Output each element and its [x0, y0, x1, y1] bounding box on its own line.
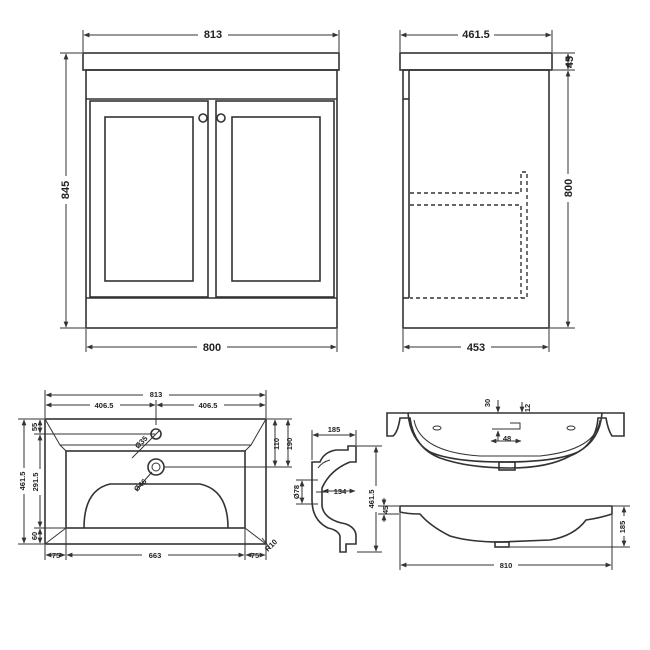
section-profile [311, 445, 357, 553]
left-door [89, 100, 209, 298]
basin-front-profile [386, 412, 625, 469]
side-bottom-depth-label: 453 [467, 342, 485, 354]
side-countertop [399, 52, 553, 71]
plan-bottom-margin-label: 60 [30, 532, 39, 540]
right-knob [216, 113, 226, 123]
elevation-height-label: 185 [618, 521, 627, 534]
plan-bowl-depth-label: 291.5 [31, 473, 40, 492]
plan-depth-label: 461.5 [18, 472, 27, 491]
right-door-panel [231, 116, 321, 282]
front-view: 813 845 800 [58, 28, 340, 354]
right-door [215, 100, 335, 298]
plan-waste-offset-label: 190 [285, 438, 294, 451]
side-top-depth-label: 461.5 [462, 29, 490, 41]
basin-plan-view: Ø35 Ø46 813 406.5 406.5 461.5 55 291.5 6… [16, 389, 294, 560]
front-height-label: 845 [60, 181, 72, 199]
basin-front-tap-width-label: 48 [503, 434, 511, 443]
plan-top-margin-label: 55 [30, 423, 39, 431]
bowl-contour [83, 483, 229, 529]
basin-section-view: 185 Ø78 134 461.5 [292, 425, 382, 553]
side-body [402, 69, 550, 329]
basin-front-tap-size-label: 12 [523, 404, 532, 412]
cabinet-body [85, 69, 338, 329]
basin-front-tap-height-label: 30 [483, 399, 492, 407]
plan-half-right-label: 406.5 [199, 401, 218, 410]
section-overflow-label: Ø78 [292, 485, 301, 499]
plan-overall-width-label: 813 [150, 390, 163, 399]
plan-side-right-label: 75 [251, 551, 259, 560]
basin-front-view: 30 12 48 [386, 399, 625, 471]
side-top-thickness-label: 45 [564, 56, 576, 68]
side-view: 461.5 45 800 453 [399, 28, 576, 354]
elevation-lip-label: 45 [381, 506, 390, 514]
plan-half-left-label: 406.5 [95, 401, 114, 410]
section-width-label: 185 [328, 425, 341, 434]
countertop [82, 52, 340, 71]
plan-side-left-label: 75 [52, 551, 60, 560]
front-bottom-width-label: 800 [203, 342, 221, 354]
plan-tap-offset-label: 110 [272, 438, 281, 450]
tap-hole-label: Ø35 [133, 434, 149, 450]
side-body-height-label: 800 [563, 179, 575, 197]
front-top-width-label: 813 [204, 29, 222, 41]
section-inner-label: 134 [334, 487, 347, 496]
bowl-outline [65, 450, 246, 529]
basin-elevation-profile [399, 505, 613, 543]
basin-elevation-view: 45 185 810 [378, 498, 630, 570]
side-hidden-shelf [410, 171, 528, 299]
plan-bowl-width-label: 663 [149, 551, 162, 560]
section-depth-label: 461.5 [367, 490, 376, 509]
left-door-panel [104, 116, 194, 282]
basin-outline [44, 418, 267, 545]
waste-hole [147, 458, 165, 476]
elevation-width-label: 810 [500, 561, 513, 570]
left-knob [198, 113, 208, 123]
